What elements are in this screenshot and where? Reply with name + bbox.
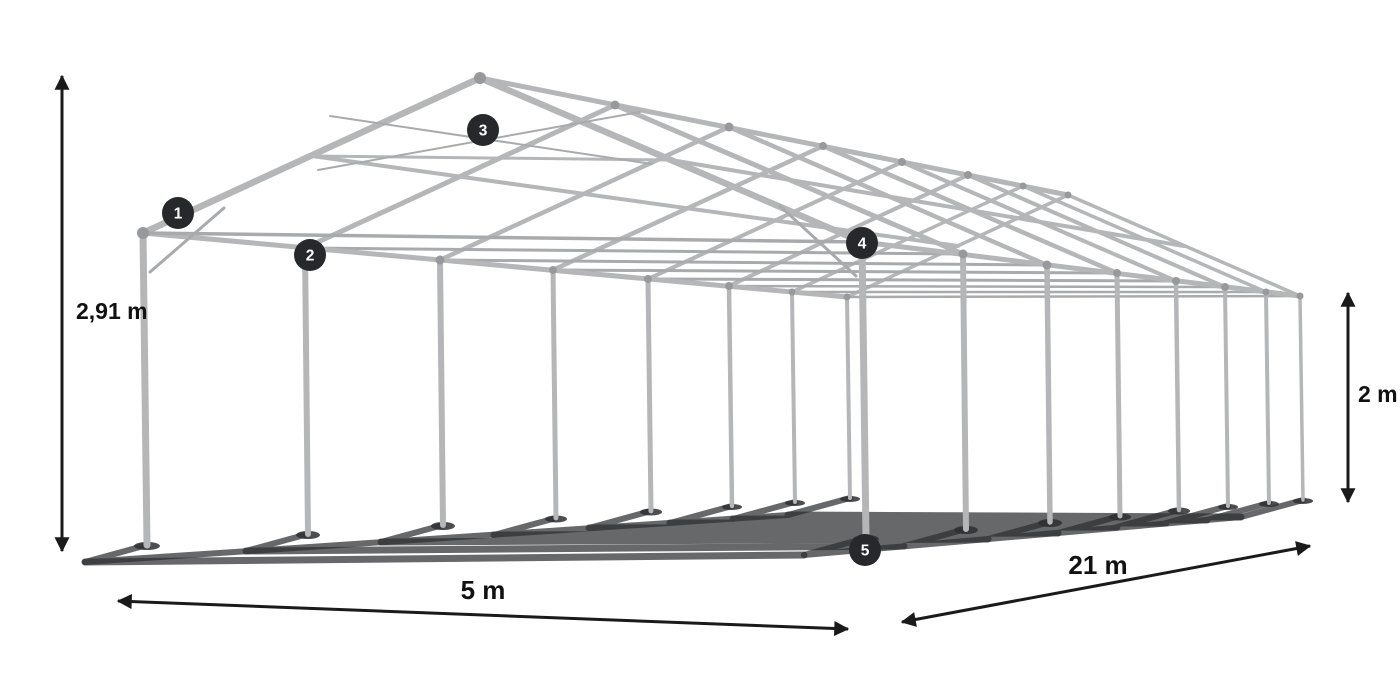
marker-5-label: 5 xyxy=(861,543,870,560)
length-arrow xyxy=(900,541,1312,627)
marker-3-label: 3 xyxy=(479,123,488,140)
width-label: 5 m xyxy=(461,575,506,605)
dimension-width: 5 m xyxy=(116,575,850,636)
dimension-side-height: 2 m xyxy=(1340,291,1398,504)
marker-1-badge[interactable]: 1 xyxy=(162,197,194,229)
marker-2-badge[interactable]: 2 xyxy=(294,239,326,271)
marker-2-label: 2 xyxy=(306,248,315,265)
marker-5-badge[interactable]: 5 xyxy=(849,534,881,566)
width-arrow xyxy=(116,594,850,636)
total-height-label: 2,91 m xyxy=(76,298,148,324)
marker-1-label: 1 xyxy=(174,206,183,223)
length-label: 21 m xyxy=(1068,550,1127,580)
marker-3-badge[interactable]: 3 xyxy=(467,114,499,146)
frame-legs xyxy=(139,229,1305,549)
dimension-length: 21 m xyxy=(900,541,1312,627)
ground-shadow xyxy=(81,495,1313,566)
callout-markers: 1 2 3 4 5 xyxy=(162,114,881,566)
marker-4-badge[interactable]: 4 xyxy=(846,227,878,259)
side-height-label: 2 m xyxy=(1358,381,1398,407)
dimension-total-height: 2,91 m xyxy=(54,74,148,553)
marker-4-label: 4 xyxy=(858,236,867,253)
